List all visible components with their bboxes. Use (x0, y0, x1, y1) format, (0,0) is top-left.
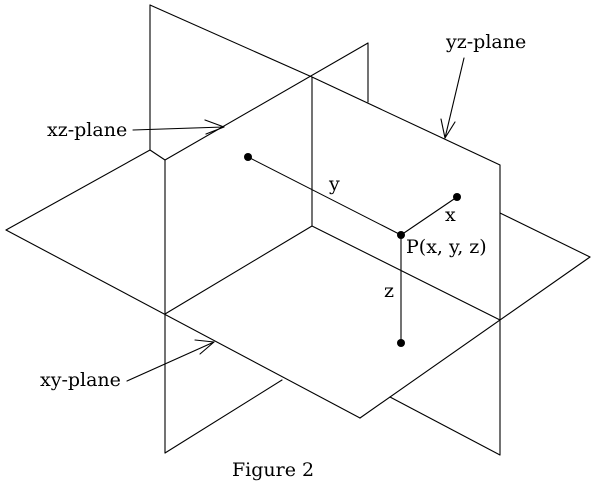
z-projection-point (397, 339, 405, 347)
yz-plane-pointer (440, 57, 465, 139)
y-axis-intersection-line (164, 225, 313, 315)
yz-plane-label: yz-plane (445, 31, 526, 53)
xy-plane-lower-right-edge (359, 256, 591, 419)
point-p-label: P(x, y, z) (406, 236, 487, 258)
y-label: y (328, 173, 340, 195)
x-projection-point (453, 193, 461, 201)
xy-plane-lower-left-edge (5, 229, 361, 419)
xy-plane-label: xy-plane (40, 369, 121, 391)
y-projection-point (244, 153, 252, 161)
xz-plane-pointer (132, 119, 225, 135)
yz-plane-shape (164, 42, 369, 454)
xz-plane-lower-left-edge (149, 149, 166, 161)
yz-plane-bottom-edge (164, 379, 283, 454)
xy-plane-pointer (126, 339, 215, 382)
xz-plane-bottom-edge (389, 396, 501, 456)
yz-plane-top-edge (164, 42, 369, 161)
xz-plane-upper-boundary (311, 76, 501, 166)
point-p (397, 231, 405, 239)
xy-plane-upper-right-edge (499, 212, 591, 258)
xy-plane-shape (5, 149, 591, 419)
xy-plane-upper-left-edge (5, 149, 151, 231)
xz-plane-label: xz-plane (47, 119, 127, 141)
xz-plane-shape (149, 4, 501, 456)
x-label: x (445, 204, 456, 226)
y-projection-line (247, 156, 402, 236)
x-projection-line (400, 196, 458, 236)
figure-caption: Figure 2 (232, 459, 314, 481)
z-label: z (384, 280, 394, 302)
x-axis-intersection-line (311, 225, 501, 321)
xz-plane-top-edge (149, 4, 313, 78)
